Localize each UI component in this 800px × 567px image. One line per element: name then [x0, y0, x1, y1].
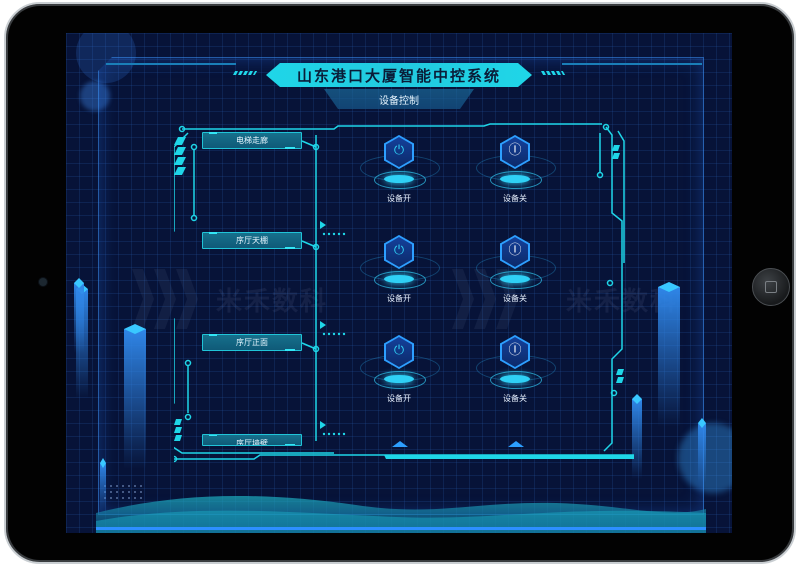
header-line-right [562, 63, 702, 65]
header: 山东港口大厦智能中控系统 设备控制 [226, 57, 572, 109]
device-on-button[interactable]: ⏻ 设备开 [360, 133, 440, 213]
device-off-button[interactable]: Ⓘ 设备关 [476, 233, 556, 313]
decor-waves [96, 495, 706, 533]
device-on-button-partial[interactable] [392, 441, 408, 447]
watermark-logo-icon [452, 269, 522, 329]
home-square-icon [765, 281, 777, 293]
device-off-button-partial[interactable] [508, 441, 524, 447]
device-on-label: 设备开 [387, 194, 411, 203]
zone-label: 序厅正面 [236, 338, 268, 347]
page-subtitle: 设备控制 [379, 96, 419, 107]
power-off-icon: Ⓘ [508, 343, 522, 358]
device-on-label: 设备开 [387, 394, 411, 403]
front-camera [39, 278, 47, 286]
power-off-icon: Ⓘ [508, 243, 522, 258]
decor-orb [76, 33, 136, 83]
power-icon: ⏻ [393, 243, 405, 258]
dashboard-screen: 米禾数科 米禾数科 山东港口大厦智能中控系统 设备控制 [66, 33, 732, 533]
power-icon: ⏻ [393, 343, 405, 358]
zone-label: 序厅墙壁 [236, 439, 268, 446]
device-off-label: 设备关 [503, 394, 527, 403]
page-title: 山东港口大厦智能中控系统 [296, 67, 501, 85]
zone-button-lobby-wall[interactable]: 序厅墙壁 [202, 434, 302, 446]
device-on-button[interactable]: ⏻ 设备开 [360, 333, 440, 413]
zone-label: 序厅天棚 [236, 236, 268, 245]
zone-label: 电梯走廊 [236, 136, 268, 145]
home-button[interactable] [752, 268, 790, 306]
device-on-button[interactable]: ⏻ 设备开 [360, 233, 440, 313]
circuit-frame [174, 123, 634, 463]
decor-bar [100, 463, 106, 513]
device-off-label: 设备关 [503, 194, 527, 203]
device-off-label: 设备关 [503, 294, 527, 303]
watermark-logo-icon [132, 269, 202, 329]
power-off-icon: Ⓘ [508, 143, 522, 158]
decor-bar [124, 329, 146, 469]
decor-orb [80, 81, 110, 111]
watermark-text: 米禾数科 [216, 287, 329, 317]
zone-button-lobby-ceiling[interactable]: 序厅天棚 [202, 232, 302, 249]
decor-bar [698, 423, 706, 483]
power-icon: ⏻ [393, 143, 405, 158]
header-line-left [106, 63, 236, 65]
decor-dots [102, 483, 142, 503]
header-wing-left [232, 71, 258, 75]
device-off-button[interactable]: Ⓘ 设备关 [476, 133, 556, 213]
zone-button-lobby-front[interactable]: 序厅正面 [202, 334, 302, 351]
decor-bar [658, 287, 680, 427]
control-panel: 电梯走廊 序厅天棚 序厅正面 序厅墙壁 ⏻ 设备开 Ⓘ 设备关 ⏻ 设备开 Ⓘ [174, 123, 634, 469]
decor-bar [632, 399, 642, 479]
device-off-button[interactable]: Ⓘ 设备关 [476, 333, 556, 413]
device-on-label: 设备开 [387, 294, 411, 303]
header-wing-right [540, 71, 566, 75]
subtitle-plate: 设备控制 [324, 89, 474, 109]
zone-button-elevator-corridor[interactable]: 电梯走廊 [202, 132, 302, 149]
decor-bar [74, 283, 84, 353]
title-plate: 山东港口大厦智能中控系统 [266, 63, 532, 87]
